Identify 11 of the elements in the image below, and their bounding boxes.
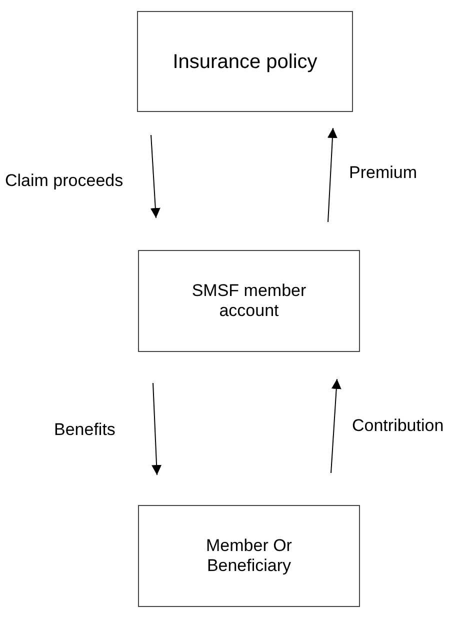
arrow [327,128,338,222]
box-label: SMSF member account [190,280,308,322]
edge-label: Claim proceeds [5,171,124,192]
box-label: Member Or Beneficiary [205,536,293,576]
process-box [137,11,353,112]
process-box [138,250,360,352]
box-label: Insurance policy [172,50,318,74]
arrow [330,378,342,474]
arrow [150,134,160,218]
process-box [138,505,360,607]
arrow [152,382,162,476]
